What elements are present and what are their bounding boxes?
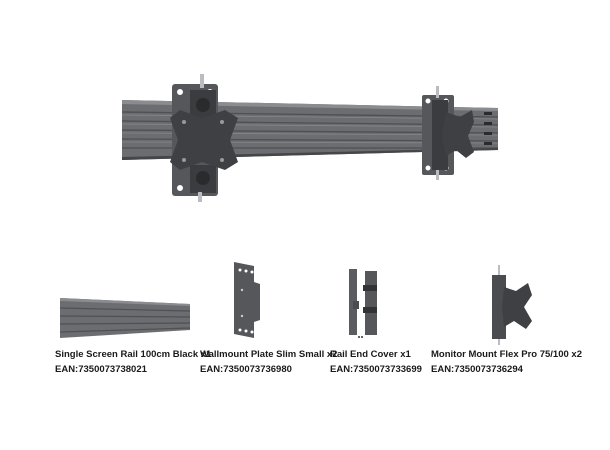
component-caption-wallplate: Wallmount Plate Slim Small x2 EAN:735007…: [200, 347, 337, 377]
component-ean: EAN:7350073736294: [431, 364, 523, 375]
component-endcover-image: [345, 265, 385, 341]
endcover-illustration: [349, 269, 377, 338]
component-ean: EAN:7350073738021: [55, 364, 147, 375]
monitormount-illustration: [492, 265, 532, 345]
component-caption-rail: Single Screen Rail 100cm Black x1 EAN:73…: [55, 347, 211, 377]
component-name: Wallmount Plate Slim Small x2: [200, 349, 338, 360]
component-caption-endcover: Rail End Cover x1 EAN:7350073733699: [330, 347, 422, 377]
component-monitormount-image: [488, 265, 536, 345]
rail-assembly-illustration: [121, 74, 499, 202]
component-ean: EAN:7350073733699: [330, 364, 422, 375]
hero-product-image: [121, 74, 499, 202]
component-name: Single Screen Rail 100cm Black x1: [55, 349, 212, 360]
component-caption-monitormount: Monitor Mount Flex Pro 75/100 x2 EAN:735…: [431, 347, 582, 377]
component-name: Rail End Cover x1: [330, 349, 411, 360]
component-wallplate-image: [230, 258, 266, 342]
rail-segment-illustration: [59, 298, 191, 338]
component-ean: EAN:7350073736980: [200, 364, 292, 375]
component-name: Monitor Mount Flex Pro 75/100 x2: [431, 349, 582, 360]
component-rail-image: [55, 290, 195, 340]
wallplate-illustration: [234, 262, 260, 338]
